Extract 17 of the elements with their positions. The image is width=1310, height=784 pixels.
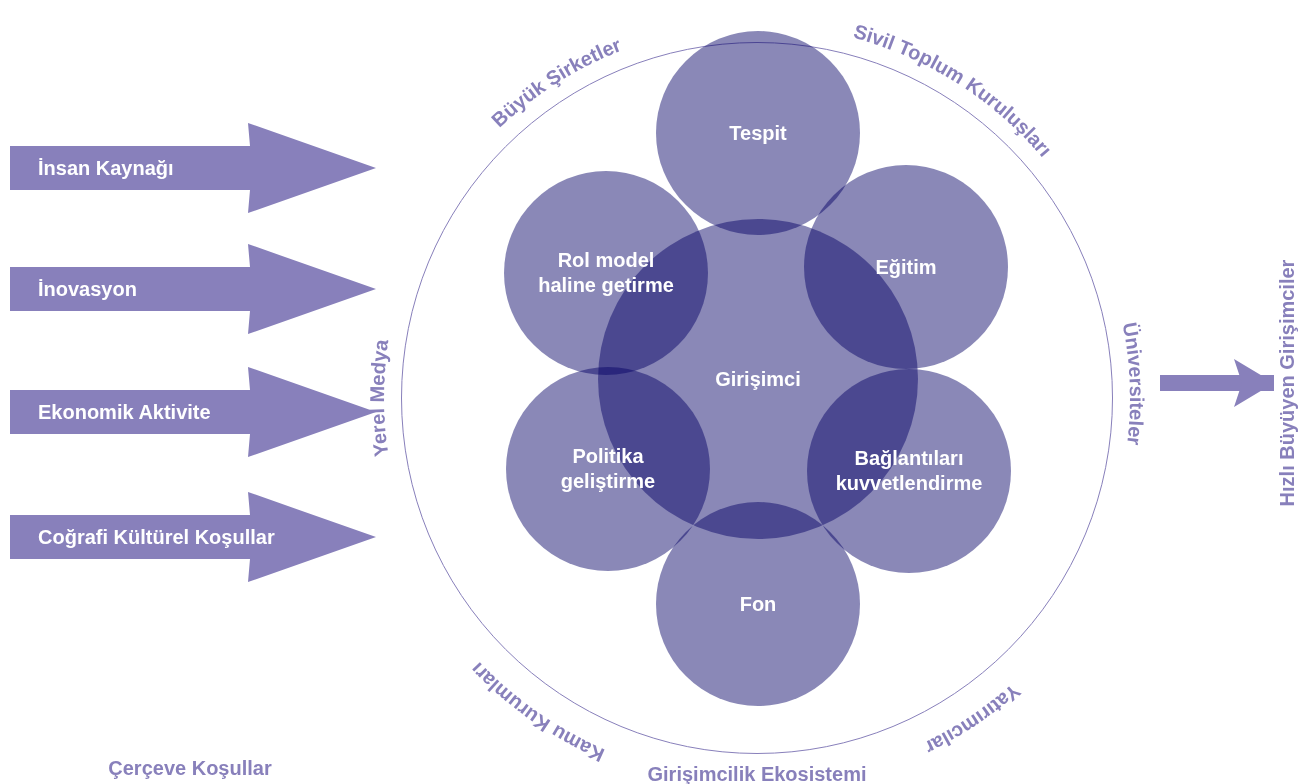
arrow-label: Coğrafi Kültürel Koşullar	[38, 525, 275, 550]
arrow-shape	[10, 123, 376, 213]
circle-label: Girişimci	[715, 366, 801, 392]
circle-label: Tespit	[729, 120, 787, 146]
output-label: Hızlı Büyüyen Girişimciler	[1275, 259, 1299, 507]
arrow-shape	[10, 244, 376, 334]
circle-label: Rol model haline getirme	[537, 248, 675, 298]
circle-label: Eğitim	[875, 254, 937, 280]
circle-label: Bağlantıları kuvvetlendirme	[834, 446, 984, 496]
arrow-label: İnovasyon	[38, 277, 137, 302]
section-caption: Çerçeve Koşullar	[108, 756, 272, 780]
arrow-shape	[10, 492, 376, 582]
circle-label: Fon	[739, 591, 777, 617]
arrow	[1160, 359, 1274, 407]
arrow-label: İnsan Kaynağı	[38, 156, 174, 181]
arrow-label: Ekonomik Aktivite	[38, 400, 211, 425]
circle-label: Politika geliştirme	[559, 444, 657, 494]
